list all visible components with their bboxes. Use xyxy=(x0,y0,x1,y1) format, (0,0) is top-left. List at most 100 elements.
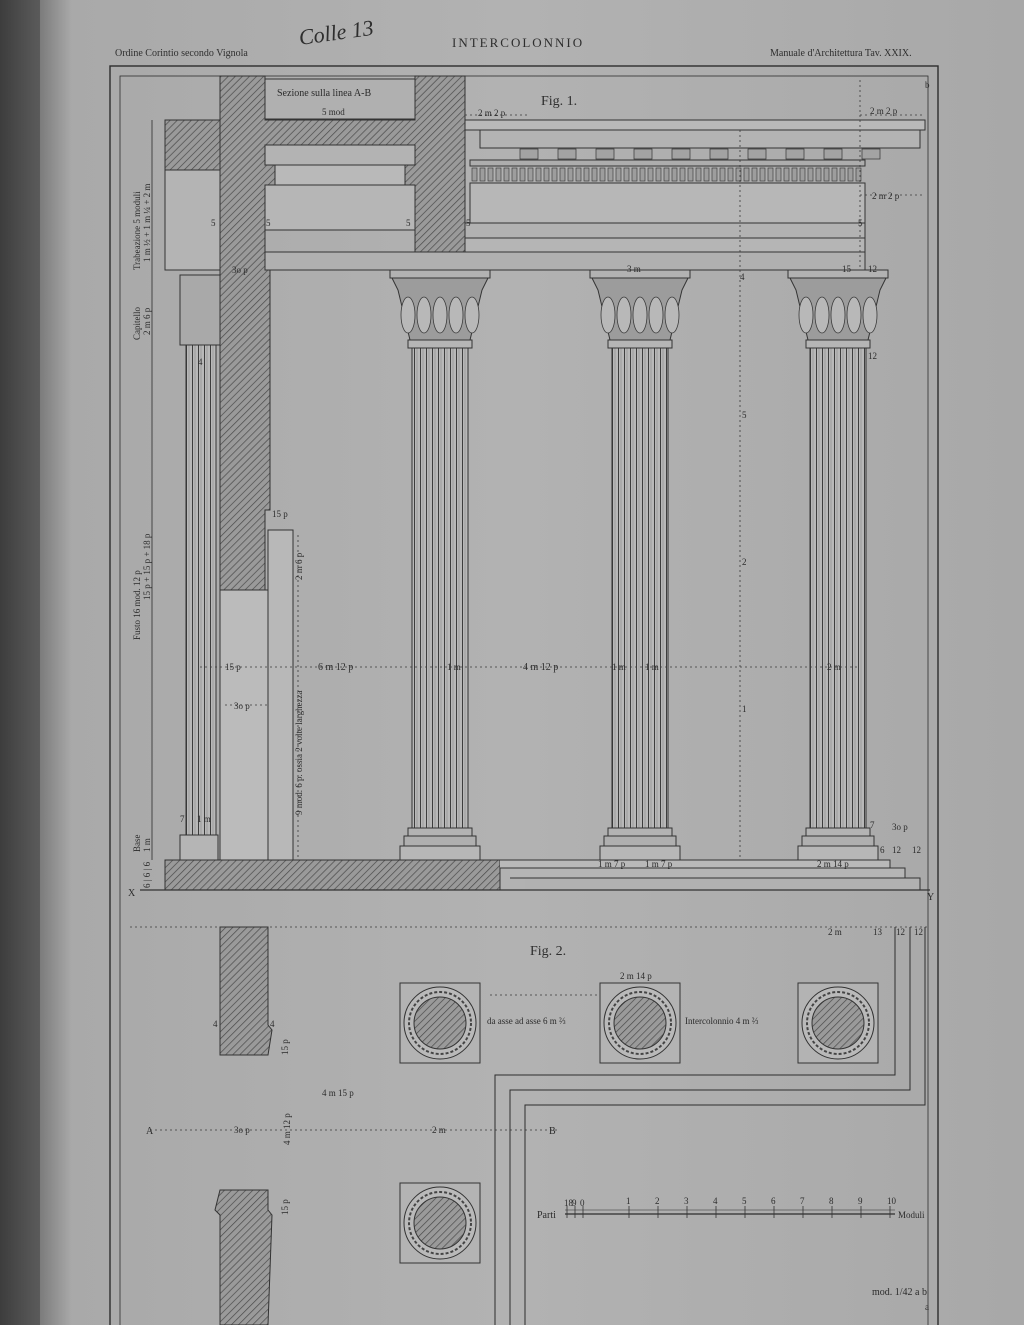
plan-column-3 xyxy=(797,982,879,1064)
plan-column-2 xyxy=(599,982,681,1064)
dim-wall-30p: 3o p xyxy=(232,265,248,275)
entablature xyxy=(164,119,926,271)
dim-4m12p: 4 m 12 p xyxy=(523,662,558,673)
modillion-row xyxy=(519,148,881,160)
dentil xyxy=(607,167,614,182)
stylobate xyxy=(140,859,930,891)
scale-right-label: Moduli xyxy=(898,1210,925,1220)
modillion xyxy=(747,148,767,160)
dim-l-4: 4 xyxy=(198,357,203,367)
mark-5b: 5 xyxy=(266,218,271,228)
dentil xyxy=(503,167,510,182)
plan-step-1 xyxy=(494,927,896,1325)
scale-tick-label: 4 xyxy=(713,1196,718,1206)
dentil xyxy=(815,167,822,182)
dentil xyxy=(855,167,862,182)
dim-r-12a: 12 xyxy=(892,845,901,855)
dim-pilaster-15p: 15 p xyxy=(272,509,288,519)
step-2 xyxy=(510,867,906,879)
modillion xyxy=(671,148,691,160)
intercol-text: Intercolonnio 4 m ⅔ xyxy=(685,1016,759,1026)
dim-col-12b: 12 xyxy=(868,351,877,361)
modillion xyxy=(709,148,729,160)
pilaster-capital xyxy=(179,274,221,346)
vertical-scale: Trabeazione 5 moduli 1 m ½ + 1 m ¼ + 2 m… xyxy=(132,120,153,888)
scale-tick-label: 1 xyxy=(626,1196,631,1206)
scale-plinth: 6 | 6 | 6 xyxy=(142,861,152,888)
dentil xyxy=(727,167,734,182)
columns xyxy=(389,269,889,861)
column-base-scotia xyxy=(403,835,477,847)
dentil xyxy=(647,167,654,182)
modillion xyxy=(823,148,843,160)
scale-tick-label: 7 xyxy=(800,1196,805,1206)
dentil xyxy=(559,167,566,182)
scale-tick-label: 9 xyxy=(858,1196,863,1206)
dentil xyxy=(551,167,558,182)
modillion xyxy=(861,148,881,160)
dim-cornice-proj: 2 m 2 p xyxy=(872,191,900,201)
dim-r-2m-plan: 2 m xyxy=(828,927,842,937)
scale-cap-val: 2 m 6 p xyxy=(142,307,152,335)
dim-r-7: 7 xyxy=(870,820,875,830)
dim-side-9mod: 9 mod. 6 p. ossia 2 volte larghezza xyxy=(294,690,304,815)
dentil xyxy=(519,167,526,182)
column-astragal xyxy=(607,339,673,349)
header-center: INTERCOLONNIO xyxy=(452,35,584,50)
dentil xyxy=(735,167,742,182)
architrave-top xyxy=(464,222,866,239)
acanthus-leaf xyxy=(814,296,830,334)
acanthus-leaf xyxy=(798,296,814,334)
dentil xyxy=(631,167,638,182)
dentil xyxy=(839,167,846,182)
dim-1m-a: 1 m xyxy=(447,662,461,672)
mark-5a: 5 xyxy=(211,218,216,228)
scale-tick-label: 6 xyxy=(771,1196,776,1206)
dim-1m-b: 1 m xyxy=(612,662,626,672)
dim-r-12-plan: 12 xyxy=(896,927,905,937)
frieze xyxy=(469,182,866,224)
acanthus-leaf xyxy=(416,296,432,334)
scale-subtick-label: 18 xyxy=(564,1198,574,1208)
pilaster-shaft xyxy=(185,344,217,836)
dentil xyxy=(623,167,630,182)
inner-frame xyxy=(119,75,929,1325)
scale-tick-label: 8 xyxy=(829,1196,834,1206)
column-astragal xyxy=(407,339,473,349)
dim-1m-c: 1 m xyxy=(645,662,659,672)
dentil xyxy=(751,167,758,182)
plan-shaft-section xyxy=(811,996,865,1050)
scale-base-val: 1 m xyxy=(142,838,152,852)
dim-2m14p-plan: 2 m 14 p xyxy=(620,971,652,981)
step-3 xyxy=(525,877,921,891)
acanthus-leaf xyxy=(664,296,680,334)
dentil xyxy=(639,167,646,182)
footer-mark-a: a xyxy=(925,1302,929,1312)
scale-fusto-parts: 15 p + 15 p + 18 p xyxy=(142,533,152,600)
plan-flutes xyxy=(408,991,472,1055)
plan-column-4 xyxy=(399,1182,481,1264)
dentil xyxy=(799,167,806,182)
acanthus-leaf xyxy=(432,296,448,334)
column-base-scotia xyxy=(801,835,875,847)
dim-col-12: 12 xyxy=(868,264,877,274)
scale-subtick-label: 9 xyxy=(572,1198,577,1208)
stylobate-section xyxy=(164,859,501,891)
dentil xyxy=(719,167,726,182)
architrave-bottom xyxy=(264,251,866,271)
acanthus-leaf xyxy=(632,296,648,334)
pilaster-base xyxy=(179,834,219,861)
dentil xyxy=(479,167,486,182)
dentil xyxy=(591,167,598,182)
scale-capitello: Capitello xyxy=(132,307,142,340)
column-abacus xyxy=(389,269,491,279)
plan-shaft-section xyxy=(413,996,467,1050)
dentil xyxy=(831,167,838,182)
dentil xyxy=(487,167,494,182)
column-shaft xyxy=(411,347,469,829)
shaft-mark-2: 2 xyxy=(742,557,747,567)
acanthus-leaf xyxy=(400,296,416,334)
acanthus-leaf xyxy=(600,296,616,334)
pilaster-side xyxy=(267,529,294,861)
